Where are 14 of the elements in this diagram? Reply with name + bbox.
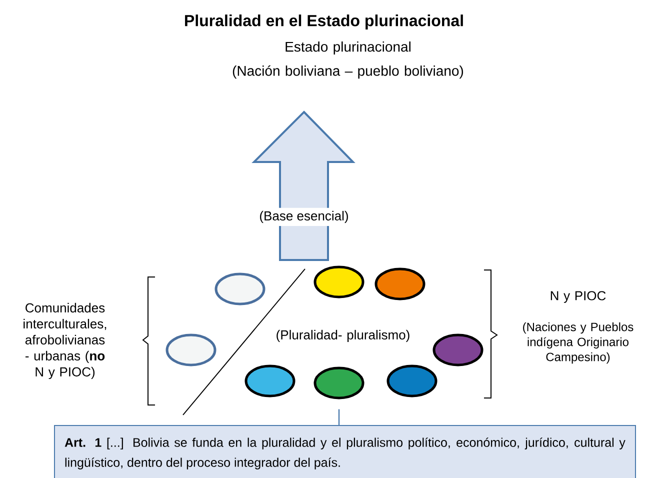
group-label: Comunidades interculturales, afrobolivianas - urbanas (no N y PIOC) (24, 302, 106, 380)
ellipse (314, 366, 364, 400)
ellipse (374, 268, 426, 300)
center-label: (Pluralidad- pluralismo) (276, 330, 410, 342)
text-box: Art. 1 [...] Bolivia se funda en la pluralidad y el pluralismo político, económico, jurídico, cultural y lingüístico, dentro del proceso integrador del país. (54, 424, 636, 478)
group-label: N y PIOC (550, 291, 606, 303)
group-description: (Naciones y Pueblos indígena Originario Campesino) (523, 322, 634, 364)
subheading-text: (Nación boliviana – pueblo boliviano) (232, 65, 464, 79)
connector-line (338, 409, 340, 425)
ellipse (432, 334, 484, 366)
ellipse (386, 364, 438, 398)
heading-text: Estado plurinacional (286, 41, 410, 54)
title: Pluralidad en el Estado plurinacional (185, 14, 463, 30)
ellipse (314, 266, 364, 298)
